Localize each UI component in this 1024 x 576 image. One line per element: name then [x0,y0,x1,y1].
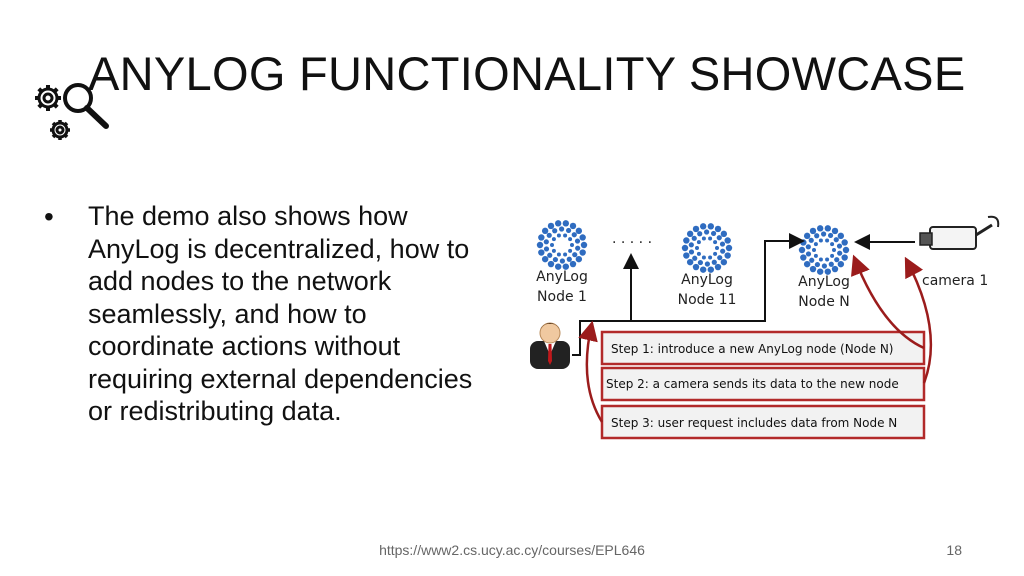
network-to-node-n-arrow [631,233,805,322]
anylog-diagram: AnyLog Node 1 AnyLog Node 11 AnyLog Node… [530,215,1000,440]
step-1-text: Step 1: introduce a new AnyLog node (Nod… [611,342,894,356]
gears-magnifier-icon [35,83,109,140]
footer-url: https://www2.cs.ucy.ac.cy/courses/EPL646 [379,542,645,558]
node-1-label-line2: Node 1 [537,289,587,305]
bullet-text: The demo also shows how AnyLog is decent… [88,201,473,426]
node-n-logo-icon [798,225,850,275]
node-ellipsis: · · · · · [612,235,652,251]
node-11-label-line2: Node 11 [678,292,737,308]
small-gear-icon [50,120,70,140]
step-2-arrow [904,256,933,384]
camera-label: camera 1 [922,273,988,289]
large-gear-icon [35,85,61,111]
step-3-arrow [578,320,604,423]
node-1-label-line1: AnyLog [536,269,588,285]
page-number: 18 [946,542,962,558]
node-11-logo-icon [681,223,733,273]
step-3-box: Step 3: user request includes data from … [600,404,926,440]
node-11-label-line1: AnyLog [681,272,733,288]
node-n-label-line2: Node N [798,294,849,310]
step-1-arrow [851,254,925,350]
user-icon [530,322,570,369]
bullet-marker: • [44,201,54,232]
step-1-box: Step 1: introduce a new AnyLog node (Nod… [600,330,926,366]
camera-icon [919,215,1000,250]
node-1-logo-icon [536,220,588,270]
step-2-box: Step 2: a camera sends its data to the n… [600,366,926,402]
step-3-text: Step 3: user request includes data from … [611,416,897,430]
node-n-label-line1: AnyLog [798,274,850,290]
step-2-text: Step 2: a camera sends its data to the n… [606,377,899,391]
slide-title: ANYLOG FUNCTIONALITY SHOWCASE [88,47,966,100]
magnifier-icon [63,83,109,129]
